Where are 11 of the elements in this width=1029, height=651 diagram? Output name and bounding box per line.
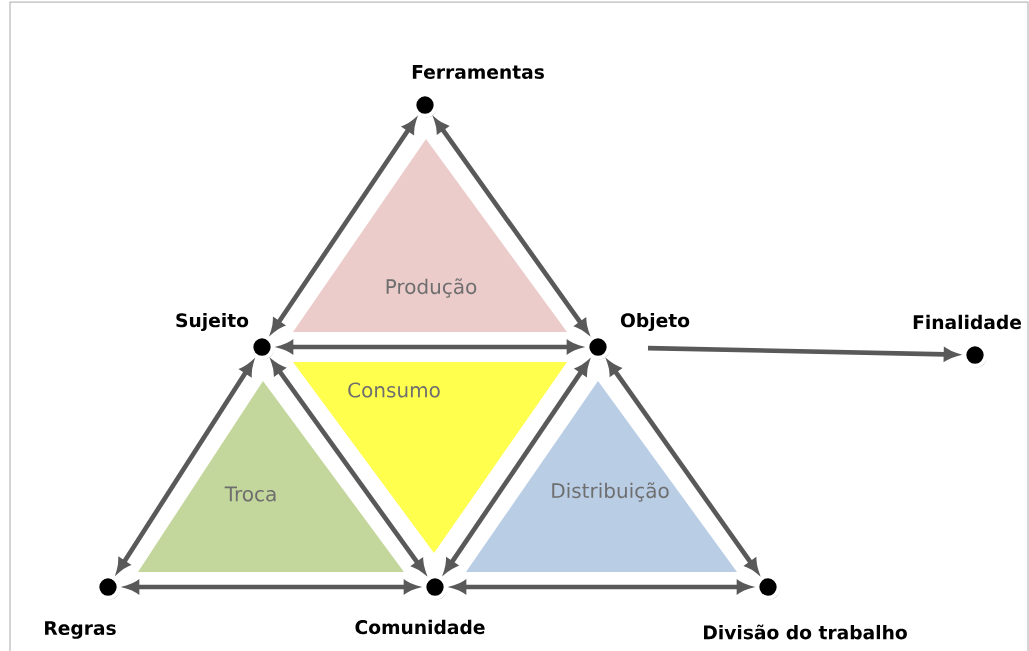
point-label: Ferramentas bbox=[412, 65, 544, 79]
point-label: Comunidade bbox=[355, 619, 485, 635]
point-dot bbox=[422, 574, 448, 600]
point-label: Sujeito bbox=[176, 312, 249, 332]
point-dot bbox=[962, 342, 988, 368]
point-dot bbox=[95, 574, 121, 600]
point-label: Finalidade bbox=[913, 314, 1022, 330]
point-dot bbox=[755, 574, 781, 600]
point-label: Regras bbox=[45, 621, 116, 639]
point-label: Divisão do trabalho bbox=[704, 624, 907, 640]
point-label: Objeto bbox=[620, 312, 690, 332]
